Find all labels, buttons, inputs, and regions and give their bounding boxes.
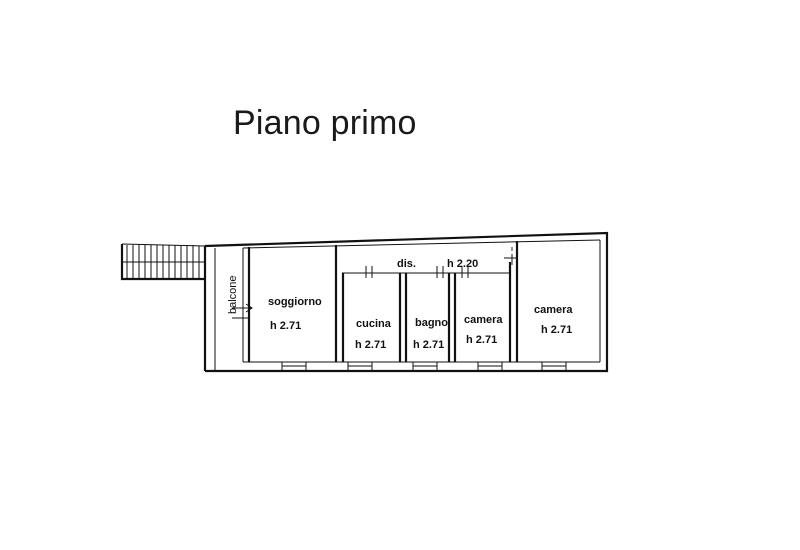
windows bbox=[281, 361, 567, 372]
outer-walls bbox=[203, 231, 609, 373]
cucina-label: cucina bbox=[356, 318, 392, 330]
soggiorno-label: soggiorno bbox=[268, 296, 322, 308]
cucina-height: h 2.71 bbox=[355, 339, 386, 351]
camera-small-label: camera bbox=[464, 314, 503, 326]
camera-large-height: h 2.71 bbox=[541, 324, 572, 336]
disimpegno-label: dis. bbox=[397, 258, 416, 270]
camera-small-height: h 2.71 bbox=[466, 334, 497, 346]
staircase bbox=[120, 243, 206, 281]
soggiorno-height: h 2.71 bbox=[270, 320, 301, 332]
entry-arrow-icon bbox=[232, 303, 253, 319]
page-title: Piano primo bbox=[233, 104, 417, 142]
disimpegno-height: h 2.20 bbox=[447, 258, 478, 270]
balcone-label: balcone bbox=[227, 275, 239, 314]
interior-walls bbox=[247, 241, 519, 362]
camera-large-label: camera bbox=[534, 304, 573, 316]
bagno-label: bagno bbox=[415, 317, 448, 329]
bagno-height: h 2.71 bbox=[413, 339, 444, 351]
